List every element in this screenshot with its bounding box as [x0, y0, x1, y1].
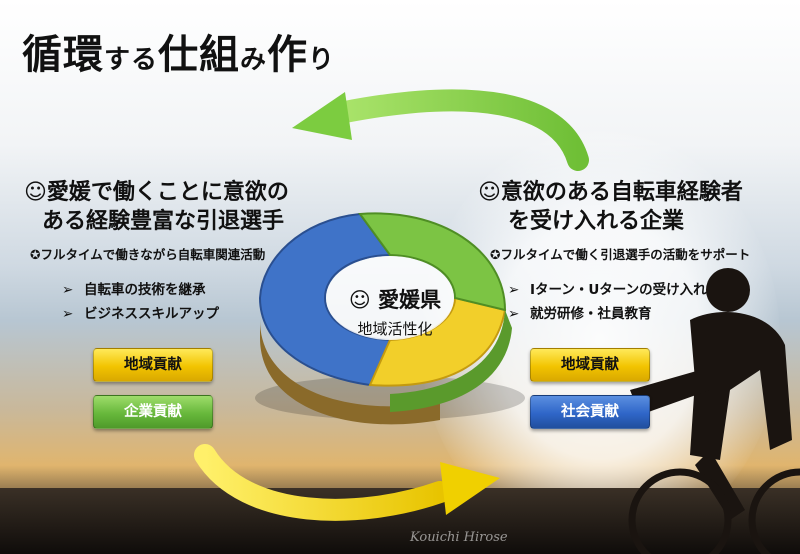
list-item: ➢ビジネススキルアップ — [62, 306, 219, 322]
left-corporate-contribution-button: 企業貢献 — [93, 395, 213, 429]
right-bullets: ➢Iターン・Uターンの受け入れ ➢就労研修・社員教育 — [508, 278, 707, 326]
list-item: ➢就労研修・社員教育 — [508, 306, 652, 322]
left-region-contribution-button: 地域貢献 — [93, 348, 213, 382]
right-heading: ☺意欲のある自転車経験者 を受け入れる企業 — [478, 180, 743, 234]
right-subtext: ✪フルタイムで働く引退選手の活動をサポート — [490, 247, 751, 262]
cycle-ring — [255, 212, 525, 425]
center-label: ☺ 愛媛県 地域活性化 — [330, 284, 460, 339]
list-item: ➢自転車の技術を継承 — [62, 282, 206, 298]
list-item: ➢Iターン・Uターンの受け入れ — [508, 282, 707, 298]
page-title: 循環する仕組み作り — [22, 32, 336, 78]
cyclist-silhouette — [628, 268, 800, 554]
center-primary: ☺ 愛媛県 — [348, 288, 442, 312]
left-subtext: ✪フルタイムで働きながら自転車関連活動 — [30, 247, 266, 262]
bottom-yellow-arrow — [194, 444, 500, 521]
left-heading: ☺愛媛で働くことに意欲の ある経験豊富な引退選手 — [24, 180, 289, 234]
right-social-contribution-button: 社会貢献 — [530, 395, 650, 429]
signature: Kouichi Hirose — [410, 530, 508, 545]
top-green-arrow — [292, 89, 589, 171]
left-bullets: ➢自転車の技術を継承 ➢ビジネススキルアップ — [62, 278, 219, 326]
center-secondary: 地域活性化 — [357, 320, 433, 338]
right-region-contribution-button: 地域貢献 — [530, 348, 650, 382]
